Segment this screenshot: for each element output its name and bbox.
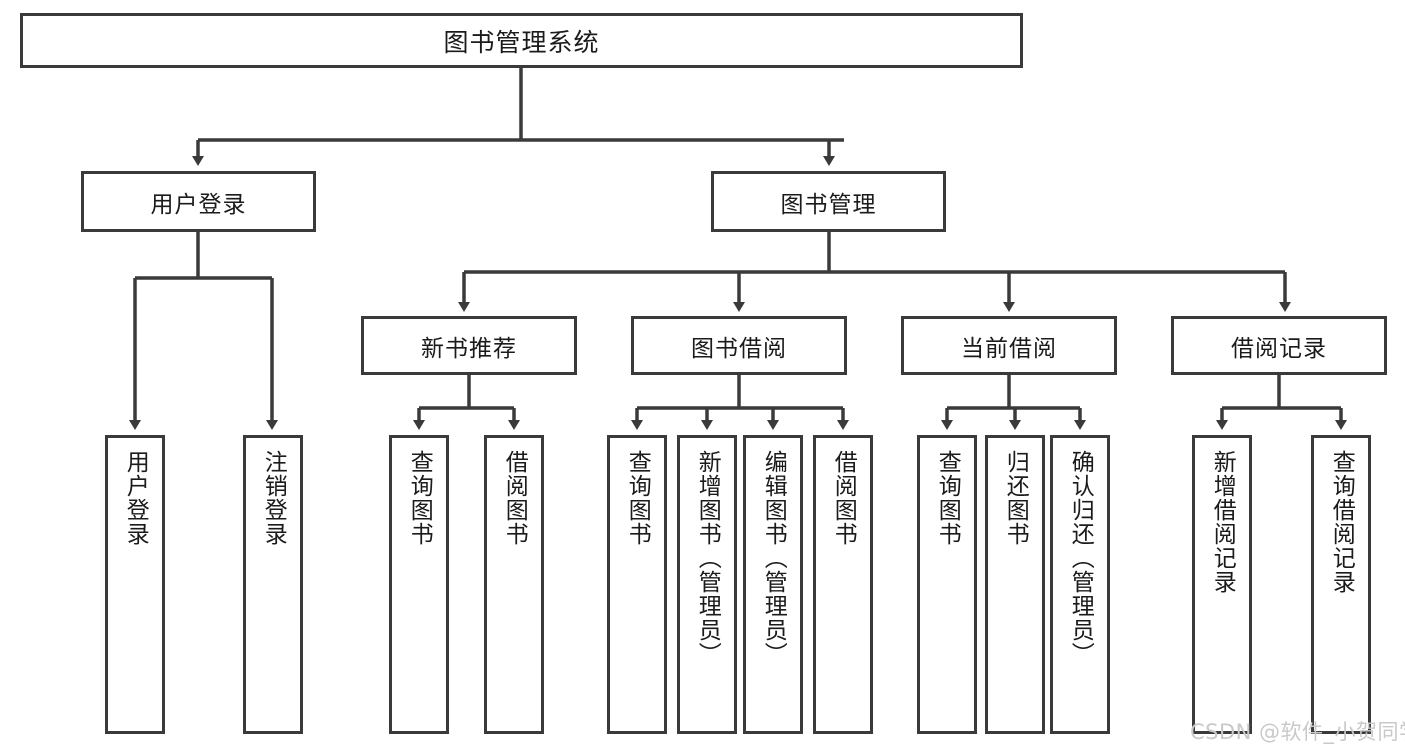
node-root-label: 图书管理系统 <box>443 27 600 57</box>
node-leaf-cb-query-book[interactable]: 查询图书 <box>917 435 977 734</box>
node-root[interactable]: 图书管理系统 <box>20 13 1023 68</box>
node-user-login[interactable]: 用户登录 <box>81 171 316 232</box>
node-book-manage-label: 图书管理 <box>780 191 877 218</box>
csdn-watermark: CSDN @软件_小贺同学 <box>1190 720 1405 744</box>
node-leaf-bb-query-book[interactable]: 查询图书 <box>607 435 667 734</box>
node-leaf-user-login-label: 用户登录 <box>122 450 149 546</box>
node-current-borrow-label: 当前借阅 <box>961 335 1057 362</box>
node-leaf-bb-edit-book[interactable]: 编辑图书（管理员） <box>743 435 803 734</box>
node-leaf-rec-query-book-label: 查询图书 <box>406 450 433 546</box>
node-book-manage[interactable]: 图书管理 <box>711 171 946 232</box>
node-leaf-cb-return-book[interactable]: 归还图书 <box>985 435 1045 734</box>
node-leaf-rec-borrow-book[interactable]: 借阅图书 <box>484 435 544 734</box>
node-current-borrow[interactable]: 当前借阅 <box>901 316 1117 375</box>
node-leaf-cb-confirm-return-label: 确认归还（管理员） <box>1067 450 1094 666</box>
node-book-borrow-label: 图书借阅 <box>691 335 787 362</box>
node-borrow-record[interactable]: 借阅记录 <box>1171 316 1387 375</box>
node-leaf-user-logout[interactable]: 注销登录 <box>243 435 303 734</box>
node-leaf-bb-borrow-book[interactable]: 借阅图书 <box>813 435 873 734</box>
node-borrow-record-label: 借阅记录 <box>1231 335 1327 362</box>
node-leaf-cb-query-book-label: 查询图书 <box>934 450 961 546</box>
node-leaf-cb-confirm-return[interactable]: 确认归还（管理员） <box>1050 435 1110 734</box>
node-leaf-bb-add-book-label: 新增图书（管理员） <box>694 450 721 666</box>
node-leaf-br-query-record-label: 查询借阅记录 <box>1328 450 1355 594</box>
node-user-login-label: 用户登录 <box>150 191 247 218</box>
node-leaf-bb-edit-book-label: 编辑图书（管理员） <box>760 450 787 666</box>
node-leaf-user-login[interactable]: 用户登录 <box>105 435 165 734</box>
node-leaf-user-logout-label: 注销登录 <box>260 450 287 546</box>
node-leaf-br-add-record[interactable]: 新增借阅记录 <box>1192 435 1252 734</box>
node-book-borrow[interactable]: 图书借阅 <box>631 316 847 375</box>
node-leaf-bb-query-book-label: 查询图书 <box>624 450 651 546</box>
node-leaf-rec-borrow-book-label: 借阅图书 <box>501 450 528 546</box>
node-leaf-br-query-record[interactable]: 查询借阅记录 <box>1311 435 1371 734</box>
node-new-book-recommend[interactable]: 新书推荐 <box>361 316 577 375</box>
node-leaf-rec-query-book[interactable]: 查询图书 <box>389 435 449 734</box>
node-new-book-recommend-label: 新书推荐 <box>421 335 517 362</box>
node-leaf-cb-return-book-label: 归还图书 <box>1002 450 1029 546</box>
node-leaf-bb-add-book[interactable]: 新增图书（管理员） <box>677 435 737 734</box>
node-leaf-br-add-record-label: 新增借阅记录 <box>1209 450 1236 594</box>
node-leaf-bb-borrow-book-label: 借阅图书 <box>830 450 857 546</box>
